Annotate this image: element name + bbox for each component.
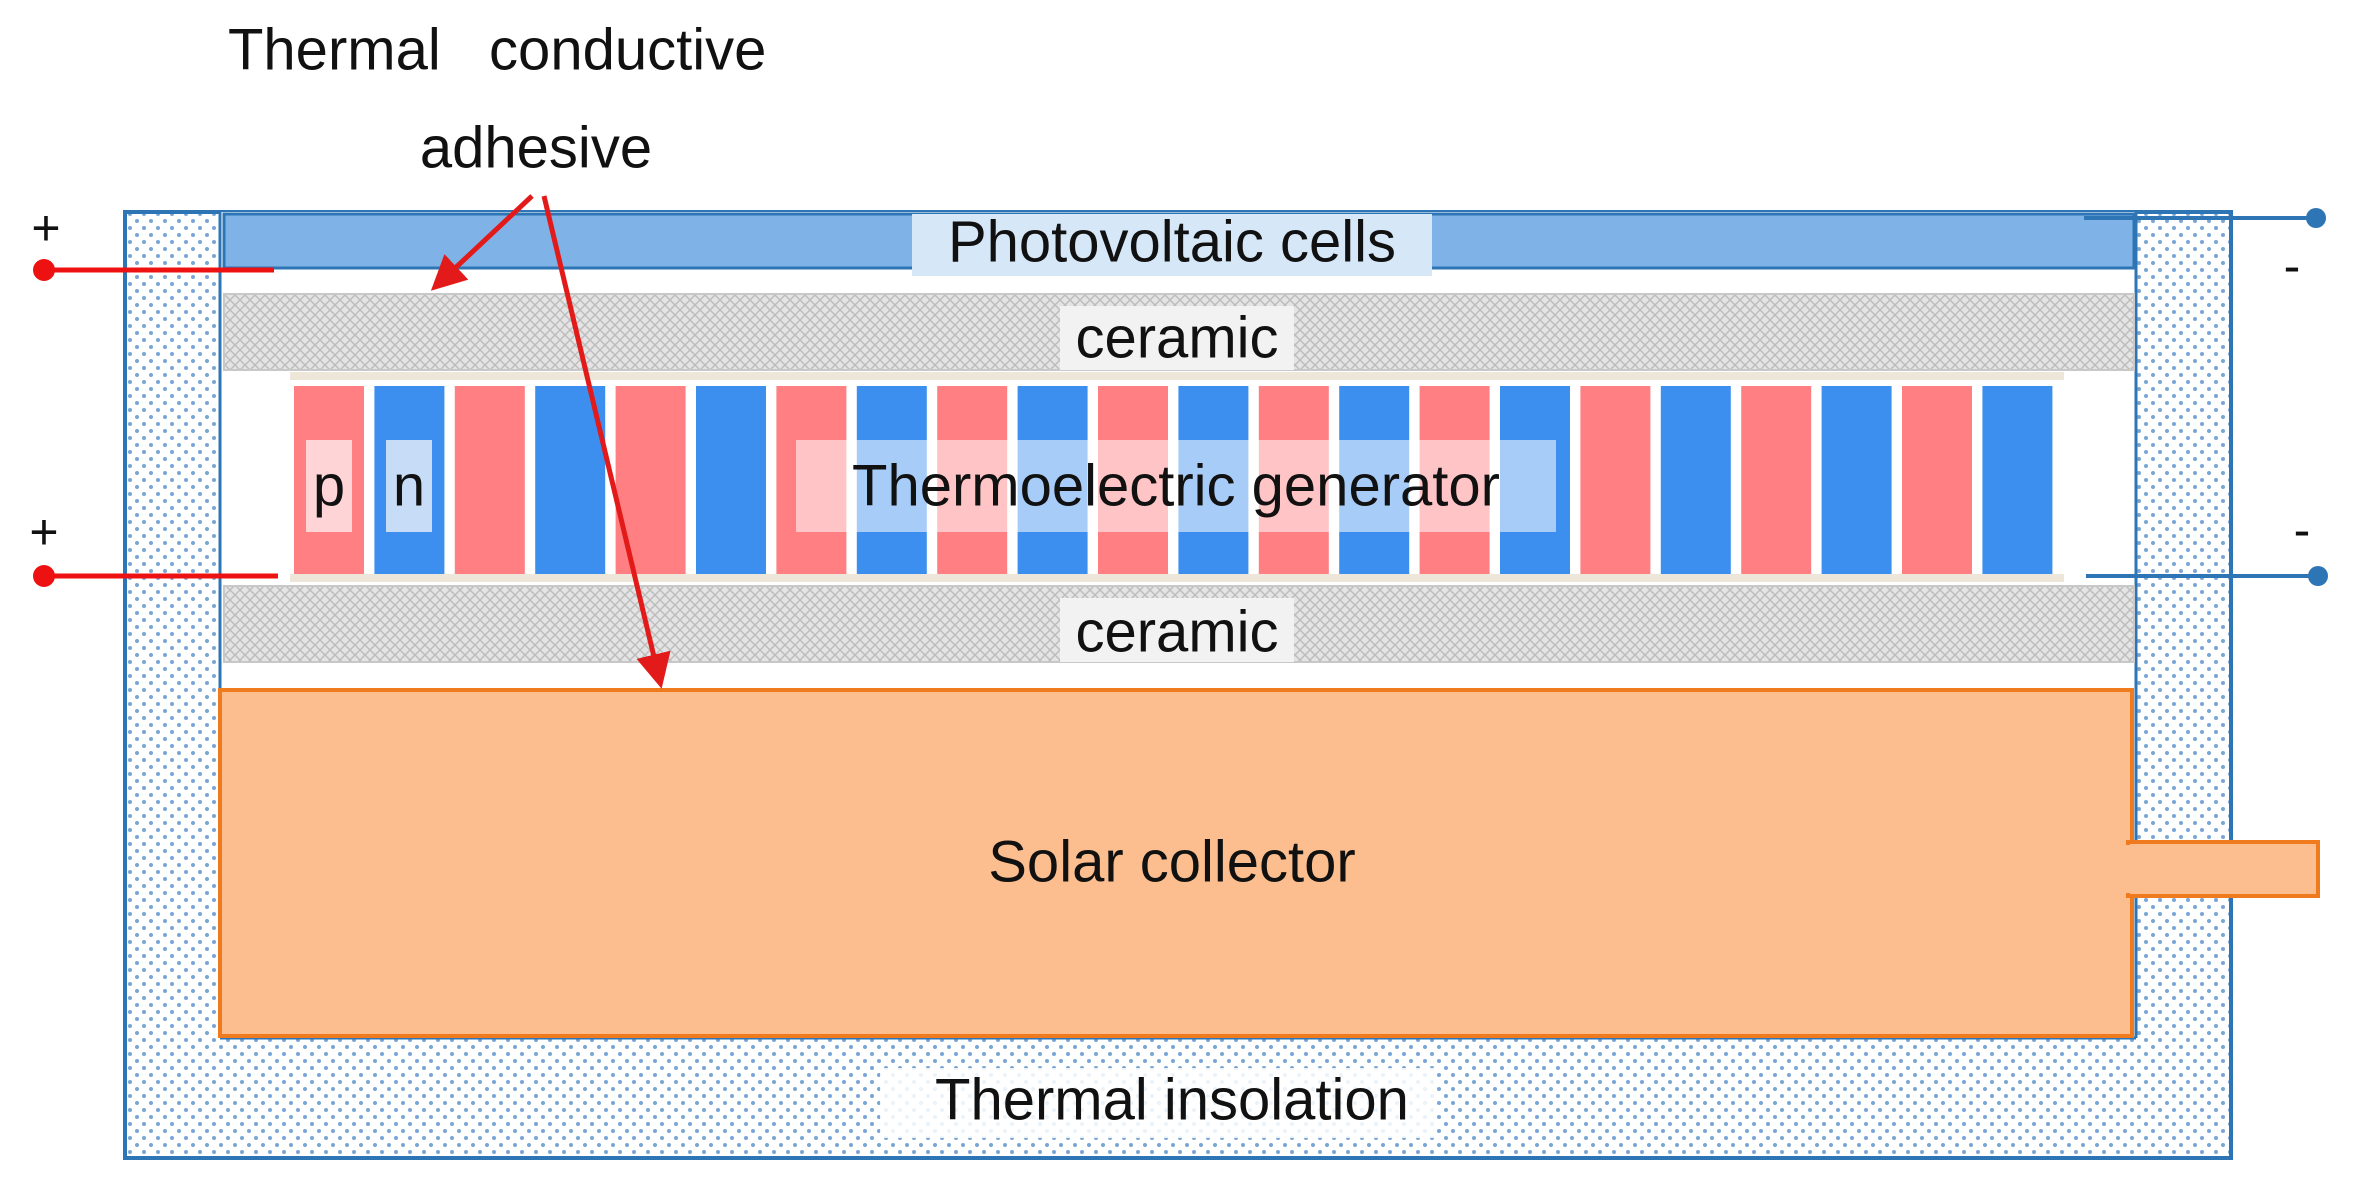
- teg-negative-wire: -: [2086, 502, 2328, 586]
- adhesive-arrow-top: [430, 194, 534, 291]
- photovoltaic-label: Photovoltaic cells: [948, 209, 1396, 274]
- adhesive-callout: Thermal conductive adhesive: [228, 17, 766, 689]
- adhesive-label-line2: adhesive: [420, 115, 652, 180]
- ceramic-bottom-label: ceramic: [1075, 599, 1278, 664]
- n-type-leg: [1982, 386, 2053, 574]
- p-type-leg: [454, 386, 525, 574]
- thermoelectric-generator: p n Thermoelectric generator: [290, 372, 2064, 582]
- photovoltaic-cells: Photovoltaic cells: [222, 209, 2136, 276]
- thermoelectric-label: Thermoelectric generator: [852, 453, 1500, 518]
- ceramic-bottom: ceramic: [223, 585, 2135, 664]
- adhesive-arrow-bottom: [541, 195, 671, 689]
- insulation-label: Thermal insolation: [935, 1067, 1409, 1132]
- solar-collector: Solar collector: [218, 688, 2320, 1038]
- p-type-leg: [1741, 386, 1812, 574]
- p-type-leg: [1580, 386, 1651, 574]
- pv-positive-terminal: +: [31, 200, 60, 256]
- pv-negative-wire: -: [2084, 208, 2326, 294]
- pv-positive-wire: +: [31, 200, 274, 281]
- p-label: p: [313, 453, 345, 518]
- adhesive-label-line1: Thermal conductive: [228, 17, 766, 82]
- n-type-leg: [1821, 386, 1892, 574]
- teg-positive-wire: +: [29, 504, 278, 587]
- teg-positive-terminal: +: [29, 504, 58, 560]
- n-type-leg: [1660, 386, 1731, 574]
- ceramic-top-label: ceramic: [1075, 305, 1278, 370]
- pv-negative-terminal: -: [2284, 238, 2301, 294]
- teg-negative-terminal: -: [2294, 502, 2311, 558]
- n-label: n: [393, 453, 425, 518]
- ceramic-top: ceramic: [223, 293, 2135, 371]
- n-type-leg: [535, 386, 606, 574]
- n-type-leg: [696, 386, 766, 574]
- p-type-leg: [1902, 386, 1972, 574]
- solar-collector-label: Solar collector: [988, 829, 1355, 894]
